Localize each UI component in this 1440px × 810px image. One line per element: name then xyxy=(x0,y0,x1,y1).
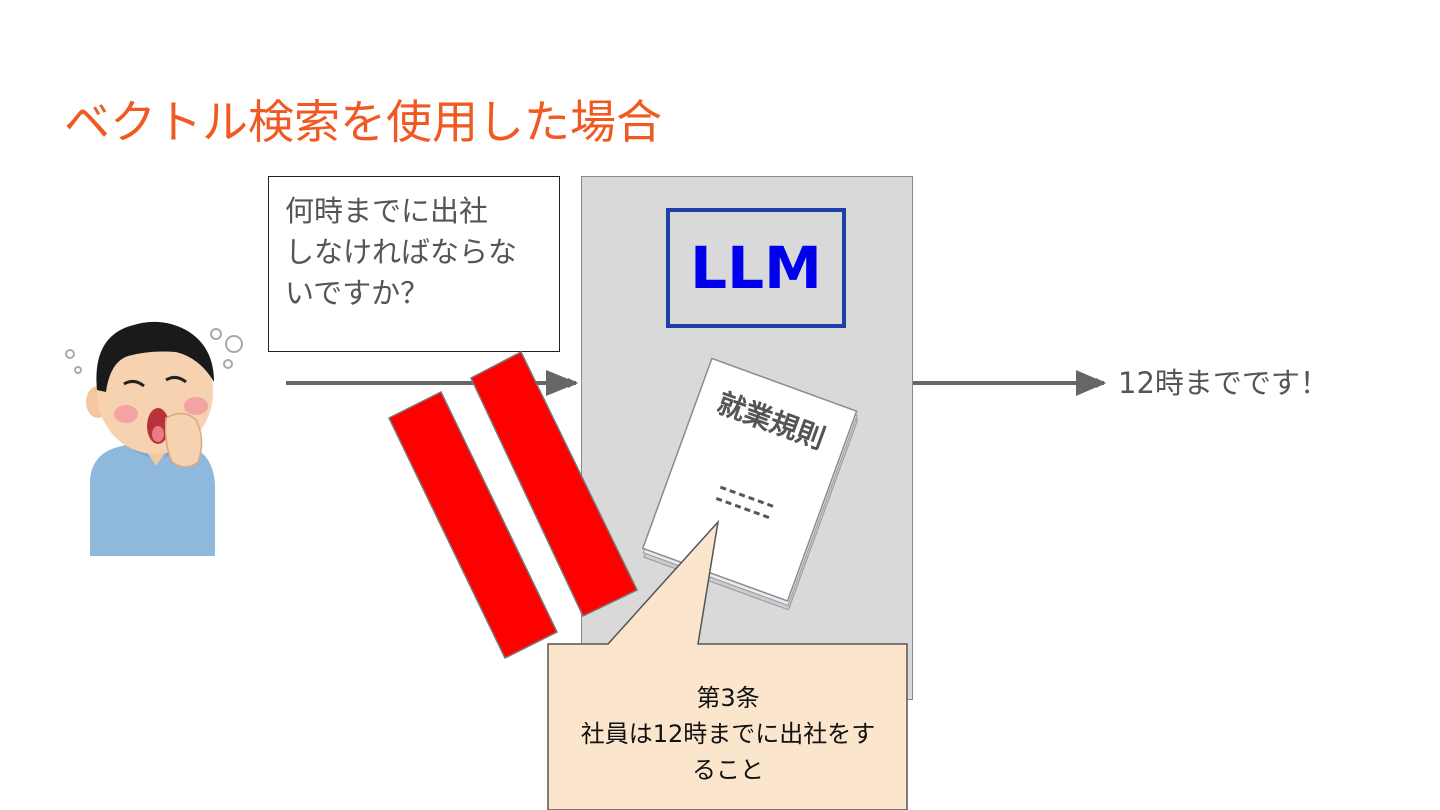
callout-line-3: ること xyxy=(692,756,764,784)
answer-text: 12時までです！ xyxy=(1118,366,1329,400)
question-line-3: いですか？ xyxy=(285,276,430,310)
callout-line-1: 第3条 xyxy=(696,684,760,712)
blocked-bar-2 xyxy=(470,350,639,618)
callout-text: 第3条 社員は12時までに出社をす ること xyxy=(548,680,908,788)
llm-box: LLM xyxy=(666,208,846,328)
blocked-bars-icon xyxy=(388,350,639,660)
blocked-bar-1 xyxy=(388,390,558,660)
question-box: 何時までに出社 しなければならな いですか？ xyxy=(268,176,560,352)
slide-title: ベクトル検索を使用した場合 xyxy=(64,95,662,149)
question-line-2: しなければならな xyxy=(285,235,518,269)
callout-line-2: 社員は12時までに出社をす xyxy=(580,720,876,748)
callout-bubble xyxy=(547,519,908,810)
question-line-1: 何時までに出社 xyxy=(285,194,489,228)
yawning-person-icon xyxy=(65,321,243,556)
